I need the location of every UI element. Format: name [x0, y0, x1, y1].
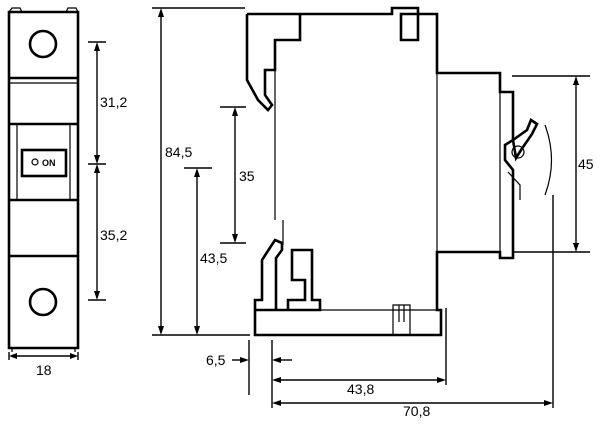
dim-43-5: 43,5	[184, 167, 227, 335]
front-view: ON	[7, 7, 80, 352]
indicator-icon	[31, 158, 39, 166]
dim-label-45: 45	[578, 156, 594, 172]
dim-label-35: 35	[239, 168, 255, 184]
dim-43-8: 43,8	[272, 308, 447, 397]
dim-label-43-8: 43,8	[347, 381, 374, 397]
dim-6-5: 6,5	[206, 340, 292, 408]
dim-35-2: 35,2	[88, 164, 127, 301]
dim-label-43-5: 43,5	[200, 250, 227, 266]
switch-label: ON	[42, 158, 56, 168]
dim-label-84-5: 84,5	[165, 144, 192, 160]
dim-35: 35	[220, 106, 255, 244]
dim-45: 45	[512, 75, 594, 253]
dim-label-70-8: 70,8	[403, 403, 430, 419]
dim-70-8: 70,8	[272, 195, 554, 419]
dim-width-18: 18	[8, 352, 79, 378]
dim-label-35-2: 35,2	[100, 227, 127, 243]
dim-label-31-2: 31,2	[100, 94, 127, 110]
dim-31-2: 31,2	[88, 41, 127, 165]
bottom-screw-icon	[28, 287, 58, 317]
side-view	[245, 6, 553, 337]
lever-icon	[511, 118, 539, 162]
top-screw-icon	[28, 29, 58, 59]
dim-label-6-5: 6,5	[206, 352, 226, 368]
dim-84-5: 84,5	[152, 7, 250, 336]
dim-label-18: 18	[36, 362, 52, 378]
